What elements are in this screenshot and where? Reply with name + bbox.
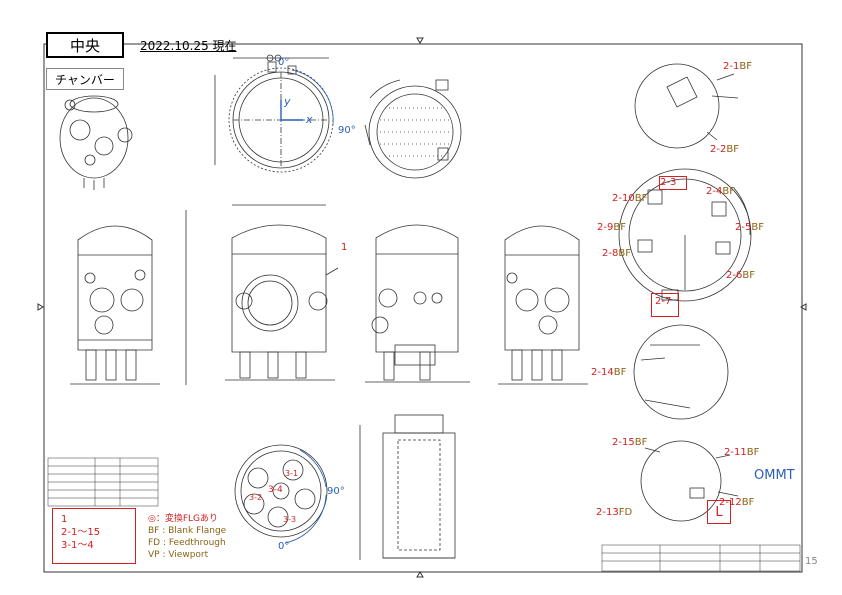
front-view-b: [185, 204, 339, 385]
port-label-1: 1: [341, 242, 348, 253]
legend-line-3: 3-1～4: [61, 540, 94, 551]
plan-view-lower: [633, 324, 729, 420]
plan-view-top: [634, 63, 739, 149]
angle-0-top: 0°: [278, 57, 290, 68]
front-view-a: [70, 225, 160, 385]
top-view-flange: [214, 54, 334, 173]
port-label-2-2: 2-2BF: [710, 144, 739, 155]
port-label-2-15: 2-15BF: [612, 437, 648, 448]
vertical-section: [359, 414, 456, 560]
port-label-2-5: 2-5BF: [735, 222, 764, 233]
port-label-2-14: 2-14BF: [591, 367, 627, 378]
port-label-2-6: 2-6BF: [726, 270, 755, 281]
plan-view-middle: [618, 168, 752, 302]
abbrev-vp: VP : Viewport: [148, 550, 209, 560]
port-label-3-4: 3-4: [268, 485, 283, 495]
port-label-2-8: 2-8BF: [602, 248, 631, 259]
rotation-arc: [291, 69, 334, 126]
port-label-2-7: 2-7: [651, 293, 679, 317]
port-label-2-4: 2-4BF: [706, 186, 735, 197]
angle-90: 90°: [338, 125, 356, 136]
plan-view-bottom: [640, 440, 739, 522]
axis-x-label: x: [306, 113, 313, 126]
abbrev-note: ◎：変換FLGあり: [148, 514, 219, 524]
legend-line-1: 1: [61, 514, 68, 525]
section-view: [365, 224, 470, 383]
rank-badge: L: [707, 500, 731, 524]
port-label-3-1: 3-1: [285, 469, 299, 478]
port-label-3-2: 3-2: [249, 493, 263, 502]
port-label-2-9: 2-9BF: [597, 222, 626, 233]
edge-marker-top: [416, 37, 424, 44]
angle-90-bottom: 90°: [327, 486, 345, 497]
perforated-plate-view: [364, 79, 462, 179]
edge-marker-left: [37, 303, 44, 311]
page-number: 15: [805, 556, 818, 567]
legend-box: 1 2-1～15 3-1～4: [52, 508, 136, 564]
port-label-2-13: 2-13FD: [596, 507, 633, 518]
title-block: [601, 544, 801, 572]
drawing-frame: [43, 43, 803, 573]
abbrev-bf: BF : Blank Flange: [148, 526, 227, 536]
angle-0-bottom: 0°: [278, 541, 290, 552]
parts-table: [47, 457, 159, 507]
date-label: 2022.10.25 現在: [140, 39, 237, 53]
side-view: [498, 225, 588, 385]
axis-y-label: y: [284, 95, 291, 108]
port-label-3-3: 3-3: [283, 515, 297, 524]
port-label-2-11: 2-11BF: [724, 447, 760, 458]
brand-label: OMMT: [754, 468, 795, 483]
abbreviation-list: ◎：変換FLGあり BF : Blank Flange FD : Feedthr…: [148, 513, 226, 561]
abbrev-fd: FD : Feedthrough: [148, 538, 226, 548]
bottom-flange-view: [234, 444, 328, 544]
legend-line-2: 2-1～15: [61, 527, 101, 538]
section-label: チャンバー: [46, 68, 124, 90]
isometric-view: [59, 95, 133, 190]
title-box: 中央: [46, 32, 124, 58]
edge-marker-right: [800, 303, 807, 311]
port-label-2-10: 2-10BF: [612, 193, 648, 204]
port-label-2-1: 2-1BF: [723, 61, 752, 72]
port-label-2-3: 2-3: [659, 176, 687, 190]
edge-marker-bottom: [416, 571, 424, 578]
